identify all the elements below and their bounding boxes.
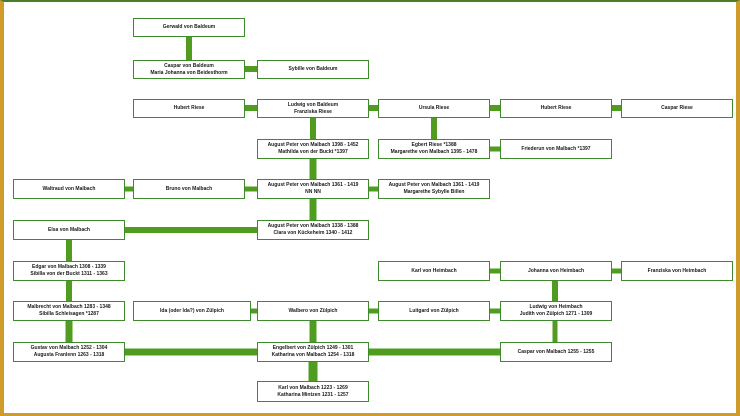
node-line: Engelbert von Zülpich 1249 - 1301 [272,345,354,351]
node-line: Hubert Riese [173,105,205,111]
node-line: NN NN [305,189,321,195]
node-bruno-von-malbach: Bruno von Malbach [133,179,245,199]
node-line: Sybille von Baldeum [288,66,338,72]
node-gerwald-von-baldeum: Gerwald von Baldeum [133,18,245,37]
node-elsa-von-malbach: Elsa von Malbach [13,220,125,240]
node-line: Karl von Malbach 1223 - 1269 [278,384,348,391]
node-line: Malbrecht von Malbach 1283 - 1348 [27,304,111,310]
node-line: August Peter von Malbach 1338 - 1388 [267,223,359,229]
node-line: Gustav von Malbach 1252 - 1304 [30,345,108,351]
node-line: Luitgard von Zülpich [409,307,459,314]
node-line: Egbert Riese *1388 [411,142,457,148]
node-line: August Peter von Malbach 1398 - 1452 [267,142,359,148]
connector-lines [65,37,621,381]
node-line: Karl von Heimbach [411,267,457,274]
node-line: Ida (oder Ida?) von Zülpich [160,307,224,314]
node-line: Ursula Riese [418,105,450,111]
node-line: Maria Johanna von Beidesthorm [150,69,228,76]
node-line: Sibilla Schleisagen *1287 [39,311,99,317]
node-line: August Peter von Malbach 1361 - 1419 [267,182,359,188]
node-line: Mathilda von der Buckt *1397 [278,149,348,155]
node-friederun-von-malbach: Friederun von Malbach *1397 [500,139,612,159]
node-line: Hubert Riese [540,105,572,111]
node-line: Caspar von Malbach 1255 - 1255 [517,348,595,355]
node-line: Walbero von Zülpich [288,307,338,314]
node-line: Johanna von Heimbach [527,267,585,274]
node-waltraud-von-malbach: Waltraud von Malbach [13,179,125,199]
node-line: August Peter von Malbach 1361 - 1419 [388,182,480,188]
node-sybille-von-baldeum: Sybille von Baldeum [257,60,369,79]
node-hubert-riese-1: Hubert Riese [133,99,245,118]
node-line: Judith von Zülpich 1271 - 1309 [519,311,593,317]
node-line: Waltraud von Malbach [42,185,96,192]
node-ida-von-zuelpich: Ida (oder Ida?) von Zülpich [133,301,251,321]
node-line: Elsa von Malbach [48,226,90,233]
node-ursula-riese: Ursula Riese [378,99,490,118]
node-caspar-riese: Caspar Riese [621,99,733,118]
node-line: Friederun von Malbach *1397 [521,145,591,152]
node-karl-von-heimbach: Karl von Heimbach [378,261,490,281]
node-line: Caspar von Baldeum [164,62,214,69]
node-line: Gerwald von Baldeum [162,24,216,30]
node-line: Augusta Franlenn 1263 - 1318 [33,352,105,358]
node-line: Franziska Riese [294,108,332,115]
node-line: Clara von Kückeheim 1340 - 1412 [273,230,353,236]
node-line: Caspar Riese [661,105,693,111]
node-walbero-von-zuelpich: Walbero von Zülpich [257,301,369,321]
node-line: Sibilla von der Buckt 1311 - 1363 [30,271,108,277]
node-luitgard-von-zuelpich: Luitgard von Zülpich [378,301,490,321]
node-line: Ludwig von Heimbach [529,304,583,310]
node-line: Edgar von Malbach 1308 - 1339 [32,264,106,270]
node-line: Katharina Mintzen 1231 - 1257 [277,391,349,398]
node-caspar-von-malbach: Caspar von Malbach 1255 - 1255 [500,342,612,362]
node-line: Margarethe Sybylle Billen [403,189,465,195]
node-franziska-von-heimbach: Franziska von Heimbach [621,261,733,281]
node-hubert-riese-2: Hubert Riese [500,99,612,118]
node-line: Bruno von Malbach [165,185,213,192]
node-line: Katharina von Malbach 1254 - 1318 [271,352,355,358]
node-johanna-von-heimbach: Johanna von Heimbach [500,261,612,281]
node-line: Margarethe von Malbach 1395 - 1478 [390,149,478,155]
node-line: Ludwig von Baldeum [287,101,339,108]
node-line: Franziska von Heimbach [647,267,707,274]
